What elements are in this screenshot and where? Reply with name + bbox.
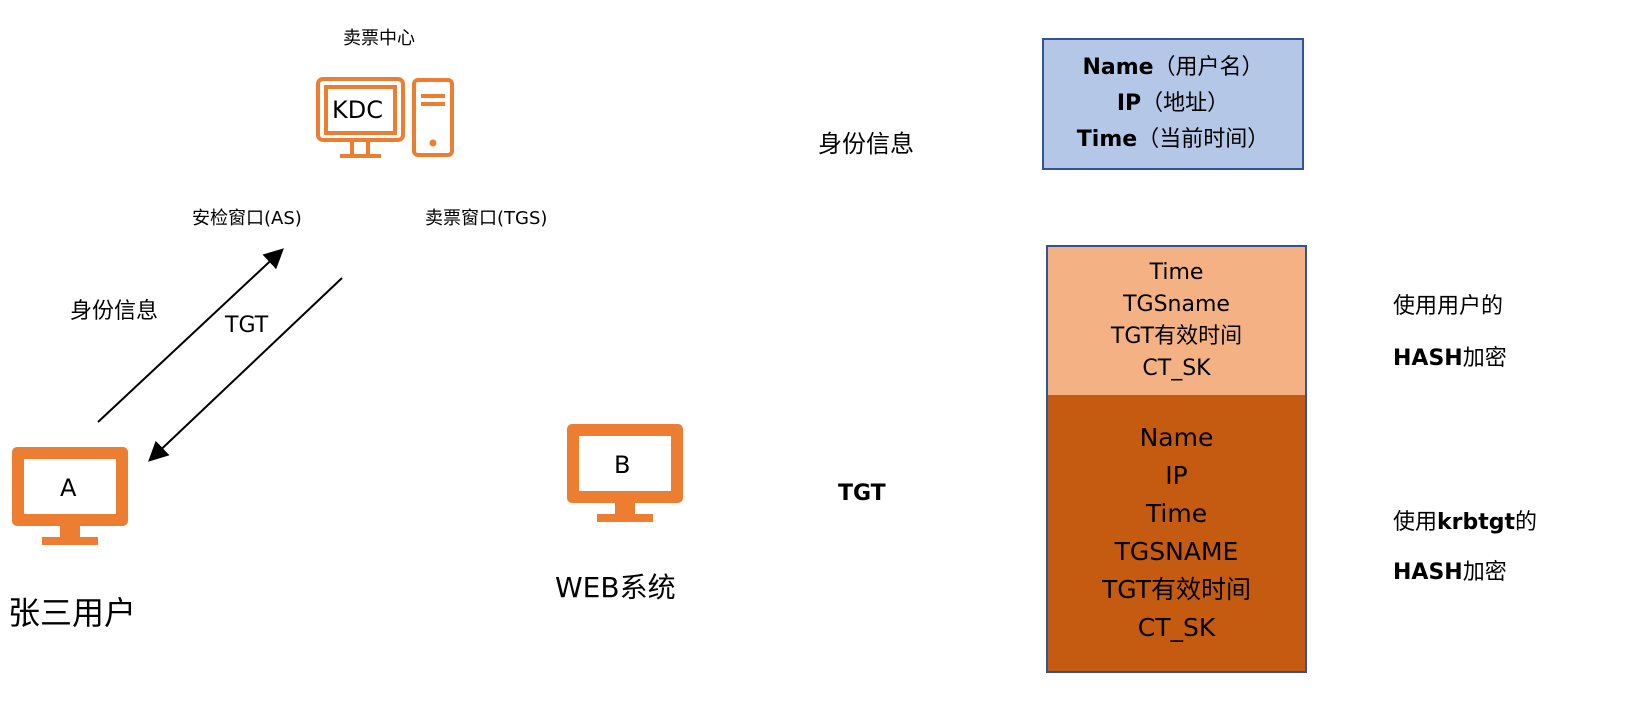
- kdc-title: 卖票中心: [343, 28, 415, 49]
- krbtgt-hash-note-2: HASH加密: [1393, 554, 1507, 586]
- user-hash-note-2: HASH加密: [1393, 340, 1507, 372]
- identity-flow-label: 身份信息: [70, 299, 159, 324]
- tgt-user-encrypted-part: Time TGSname TGT有效时间 CT_SK: [1046, 245, 1307, 397]
- note-text: 加密: [1462, 346, 1507, 371]
- krbtgt-hash-note-1: 使用krbtgt的: [1393, 504, 1537, 536]
- client-name: 张三用户: [8, 594, 137, 632]
- field: Name: [1139, 423, 1214, 452]
- server-name: WEB系统: [555, 571, 676, 604]
- kdc-label: KDC: [332, 96, 383, 124]
- field: TGT有效时间: [1101, 575, 1252, 604]
- note-text: 使用: [1393, 510, 1438, 535]
- note-text: 的: [1515, 510, 1538, 535]
- tgt-response-arrow: [148, 277, 343, 462]
- note-text: 加密: [1462, 560, 1507, 585]
- tgt-krbtgt-encrypted-part: Name IP Time TGSNAME TGT有效时间 CT_SK: [1046, 395, 1307, 673]
- field: TGT有效时间: [1110, 324, 1243, 349]
- time-key: Time: [1076, 127, 1138, 152]
- hash-bold: HASH: [1393, 560, 1463, 585]
- field: IP: [1165, 461, 1188, 490]
- name-value: （用户名）: [1153, 55, 1264, 80]
- field: CT_SK: [1142, 356, 1211, 381]
- field: TGSNAME: [1114, 537, 1239, 566]
- server-monitor-icon: [567, 424, 683, 522]
- client-monitor-icon: [12, 447, 128, 545]
- ip-key: IP: [1116, 91, 1142, 116]
- field: Time: [1149, 260, 1204, 285]
- krbtgt-bold: krbtgt: [1437, 510, 1516, 535]
- ip-value: （地址）: [1141, 91, 1230, 116]
- hash-bold: HASH: [1393, 346, 1463, 371]
- tgt-legend-label: TGT: [838, 481, 886, 506]
- user-hash-note-1: 使用用户的: [1393, 294, 1504, 319]
- identity-info-box: Name（用户名） IP（地址） Time（当前时间）: [1042, 38, 1304, 170]
- field: CT_SK: [1137, 613, 1216, 642]
- as-window-label: 安检窗口(AS): [192, 208, 302, 229]
- time-value: （当前时间）: [1137, 127, 1270, 152]
- field: Time: [1145, 499, 1208, 528]
- tgs-window-label: 卖票窗口(TGS): [425, 208, 548, 229]
- identity-legend-label: 身份信息: [818, 130, 914, 158]
- server-monitor-label: B: [614, 451, 631, 479]
- name-key: Name: [1082, 55, 1154, 80]
- as-request-arrow: [97, 248, 284, 423]
- field: TGSname: [1123, 292, 1230, 317]
- client-monitor-label: A: [60, 474, 77, 502]
- kdc-server-icon: [316, 77, 454, 158]
- tgt-flow-label: TGT: [225, 313, 269, 338]
